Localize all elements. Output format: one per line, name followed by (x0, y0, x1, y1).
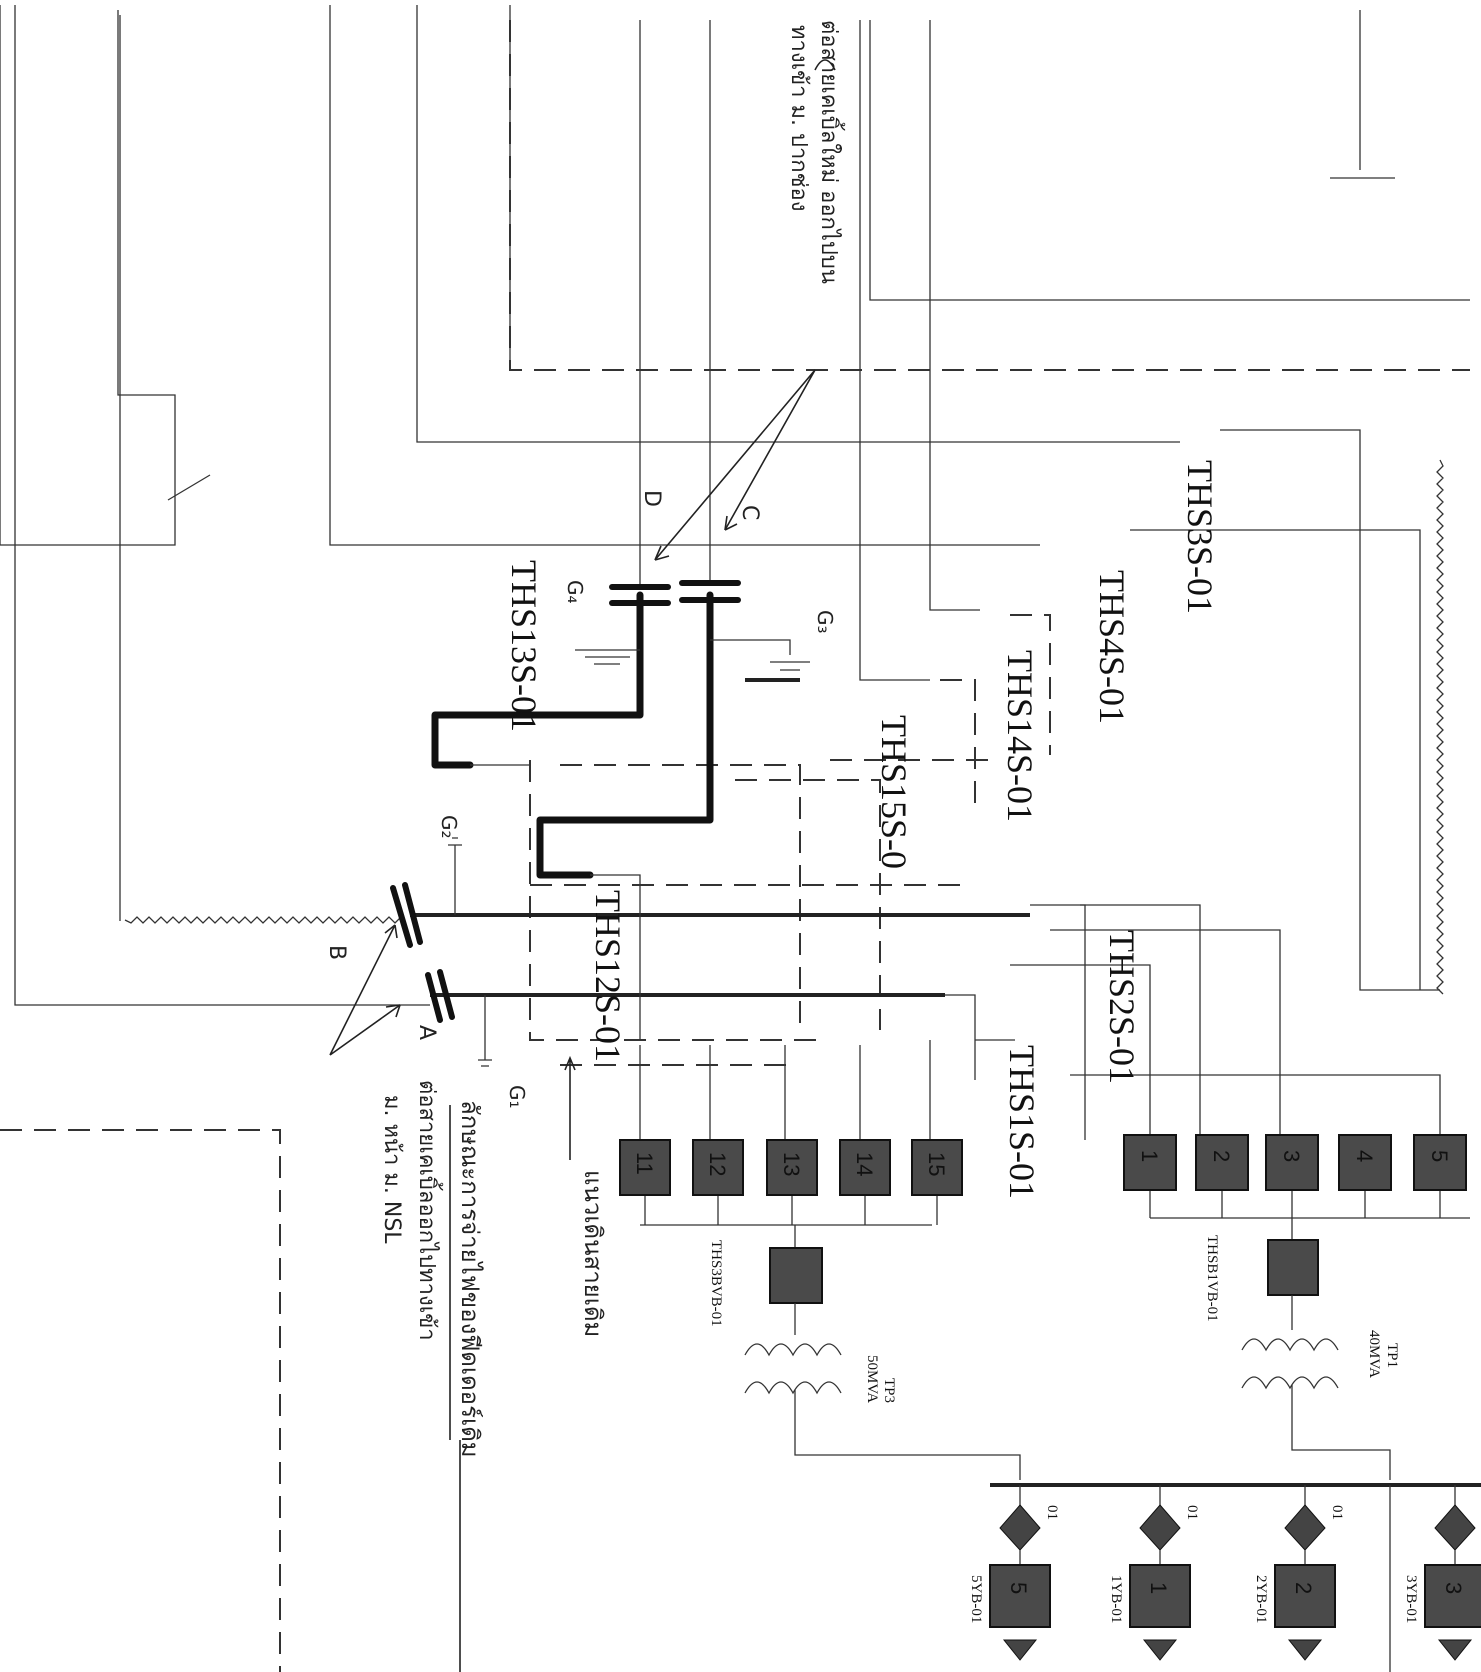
cap-mark-g3: G₃ (813, 610, 837, 634)
note-bottom-line3: ม. หน้า ม. NSL (379, 1095, 404, 1244)
label-ths13s: THS13S-01 (504, 560, 544, 732)
bus-b-breaker-number: 14 (852, 1152, 877, 1176)
low-unit-breaker-5[interactable] (989, 1564, 1051, 1628)
low-unit-number: 3 (1441, 1582, 1466, 1594)
low-unit-number: 5 (1006, 1582, 1031, 1594)
handwritten-notes: ต่อสายเคเบิ้ลใหม่ ออกไปบน ทางเข้า ม. ปาก… (379, 20, 845, 1458)
low-unit-breaker-1[interactable] (1129, 1564, 1191, 1628)
point-letter-a: A (414, 1025, 439, 1040)
low-unit-name: 1YB-01 (1108, 1575, 1124, 1623)
bus-a-breaker-3[interactable] (1265, 1134, 1319, 1191)
bus-a-breaker-number: 3 (1279, 1150, 1304, 1162)
note-bottom-line1: ลักษณะการจ่ายไฟของฟีดเดอร์เดิม (456, 1100, 484, 1458)
low-unit-breaker-2[interactable] (1274, 1564, 1336, 1628)
cap-mark-g2: G₂ (437, 815, 461, 839)
bus-a-breaker-number: 1 (1137, 1150, 1162, 1162)
bus-a-breaker-number: 5 (1427, 1150, 1452, 1162)
label-ths14s: THS14S-01 (1000, 650, 1040, 822)
capacitor-b (390, 837, 462, 948)
low-unit-number: 2 (1291, 1582, 1316, 1594)
handwritten-arrows (329, 59, 836, 1672)
low-unit-arrow-icon (1437, 1639, 1473, 1661)
low-unit-disconnect[interactable] (1284, 1504, 1326, 1551)
capacitor-d-top (575, 584, 671, 665)
note-bottom-line2: ต่อสายเคเบิ้ลออกไปทางเข้า (414, 1080, 443, 1341)
point-letter-b: B (324, 945, 349, 960)
bus-a-breaker-number: 4 (1352, 1150, 1377, 1162)
top-feeder-lines (0, 5, 1470, 991)
bus-b-transformer-breaker[interactable] (769, 1247, 823, 1304)
boundary-lines (0, 1129, 281, 1672)
low-unit-tag: 01 (1044, 1505, 1060, 1520)
note-top-line1: ต่อสายเคเบิ้ลใหม่ ออกไปบน (816, 20, 845, 284)
low-unit-arrow-icon (1287, 1639, 1323, 1661)
main-feeders (14, 5, 1086, 1140)
bus-b-name: THS3BVB-01 (708, 1240, 724, 1327)
bus-b-breaker-12[interactable] (692, 1139, 744, 1196)
capacitors (390, 580, 810, 1067)
bus-a-breaker-1[interactable] (1123, 1134, 1177, 1191)
low-unit-disconnect[interactable] (1434, 1504, 1476, 1551)
note-top-line2: ทางเข้า ม. ปากช่อง (786, 25, 811, 212)
bus-b-breaker-number: 11 (632, 1152, 657, 1175)
low-unit-tag: 01 (1184, 1505, 1200, 1520)
label-ths12s: THS12S-01 (588, 890, 628, 1062)
note-mid: แนวเดินสายเดิม (579, 1170, 607, 1337)
tp3-rating: 50MVA (864, 1355, 880, 1403)
bus-b-breaker-number: 12 (705, 1152, 730, 1176)
bus-a-breaker-number: 2 (1209, 1150, 1234, 1162)
bus-a-breaker-2[interactable] (1195, 1134, 1249, 1191)
bus-labels: THSB1VB-01 THS3BVB-01 TP1 40MVA TP3 50MV… (708, 1235, 1400, 1403)
transformer-tp1-coils (1241, 1338, 1339, 1390)
zigzag-cable (119, 15, 1444, 995)
low-side-bus: 3 3YB-01 2 2YB-01 01 1 1YB-01 01 5 5YB-01 01 (968, 1483, 1481, 1672)
low-unit-disconnect[interactable] (999, 1504, 1041, 1551)
label-ths3s: THS3S-01 (1180, 460, 1220, 614)
bus-a-transformer-breaker[interactable] (1267, 1239, 1319, 1296)
bus-b-breaker-13[interactable] (766, 1139, 818, 1196)
bus-a-breaker-4[interactable] (1338, 1134, 1392, 1191)
tp1-rating: 40MVA (1366, 1330, 1382, 1378)
point-markers: G₄ G₃ G₂ G₁ D C B A (324, 490, 837, 1109)
bus-b-breaker-11[interactable] (619, 1139, 671, 1196)
capacitor-c-top (679, 580, 810, 671)
bus-b-breaker-15[interactable] (911, 1139, 963, 1196)
low-unit-name: 2YB-01 (1253, 1575, 1269, 1623)
bus-a-name: THSB1VB-01 (1204, 1235, 1220, 1322)
low-unit-tag: 01 (1329, 1505, 1345, 1520)
feeder-routing (529, 529, 1441, 1140)
low-unit-breaker-3[interactable] (1424, 1564, 1481, 1628)
low-unit-arrow-icon (1142, 1639, 1178, 1661)
label-ths15s: THS15S-0 (874, 715, 914, 869)
point-letter-d: D (639, 490, 664, 507)
cap-mark-g4: G₄ (563, 580, 587, 604)
cap-mark-g1: G₁ (505, 1085, 529, 1109)
bus-b: 11 12 13 14 15 (619, 1139, 1021, 1480)
tp1-name: TP1 (1384, 1343, 1400, 1368)
bus-a: 1 2 3 4 5 (1123, 1134, 1470, 1480)
low-unit-name: 5YB-01 (968, 1575, 984, 1623)
tp3-name: TP3 (881, 1378, 897, 1403)
feeder-label-group: THS3S-01 THS4S-01 THS14S-01 THS15S-0 THS… (504, 460, 1220, 1199)
marked-routes (410, 591, 1030, 997)
low-unit-disconnect[interactable] (1139, 1504, 1181, 1551)
transformer-tp3-coils (744, 1343, 842, 1395)
label-ths2s: THS2S-01 (1102, 930, 1142, 1084)
low-unit-arrow-icon (1002, 1639, 1038, 1661)
capacitor-a (425, 969, 492, 1067)
bus-b-breaker-number: 15 (924, 1152, 949, 1176)
label-ths4s: THS4S-01 (1092, 570, 1132, 724)
label-ths1s: THS1S-01 (1002, 1045, 1042, 1199)
low-unit-name: 3YB-01 (1403, 1575, 1419, 1623)
bus-a-breaker-5[interactable] (1413, 1134, 1467, 1191)
low-unit-number: 1 (1146, 1582, 1171, 1594)
point-letter-c: C (737, 505, 762, 520)
bus-b-breaker-14[interactable] (839, 1139, 891, 1196)
bus-b-breaker-number: 13 (779, 1152, 804, 1176)
